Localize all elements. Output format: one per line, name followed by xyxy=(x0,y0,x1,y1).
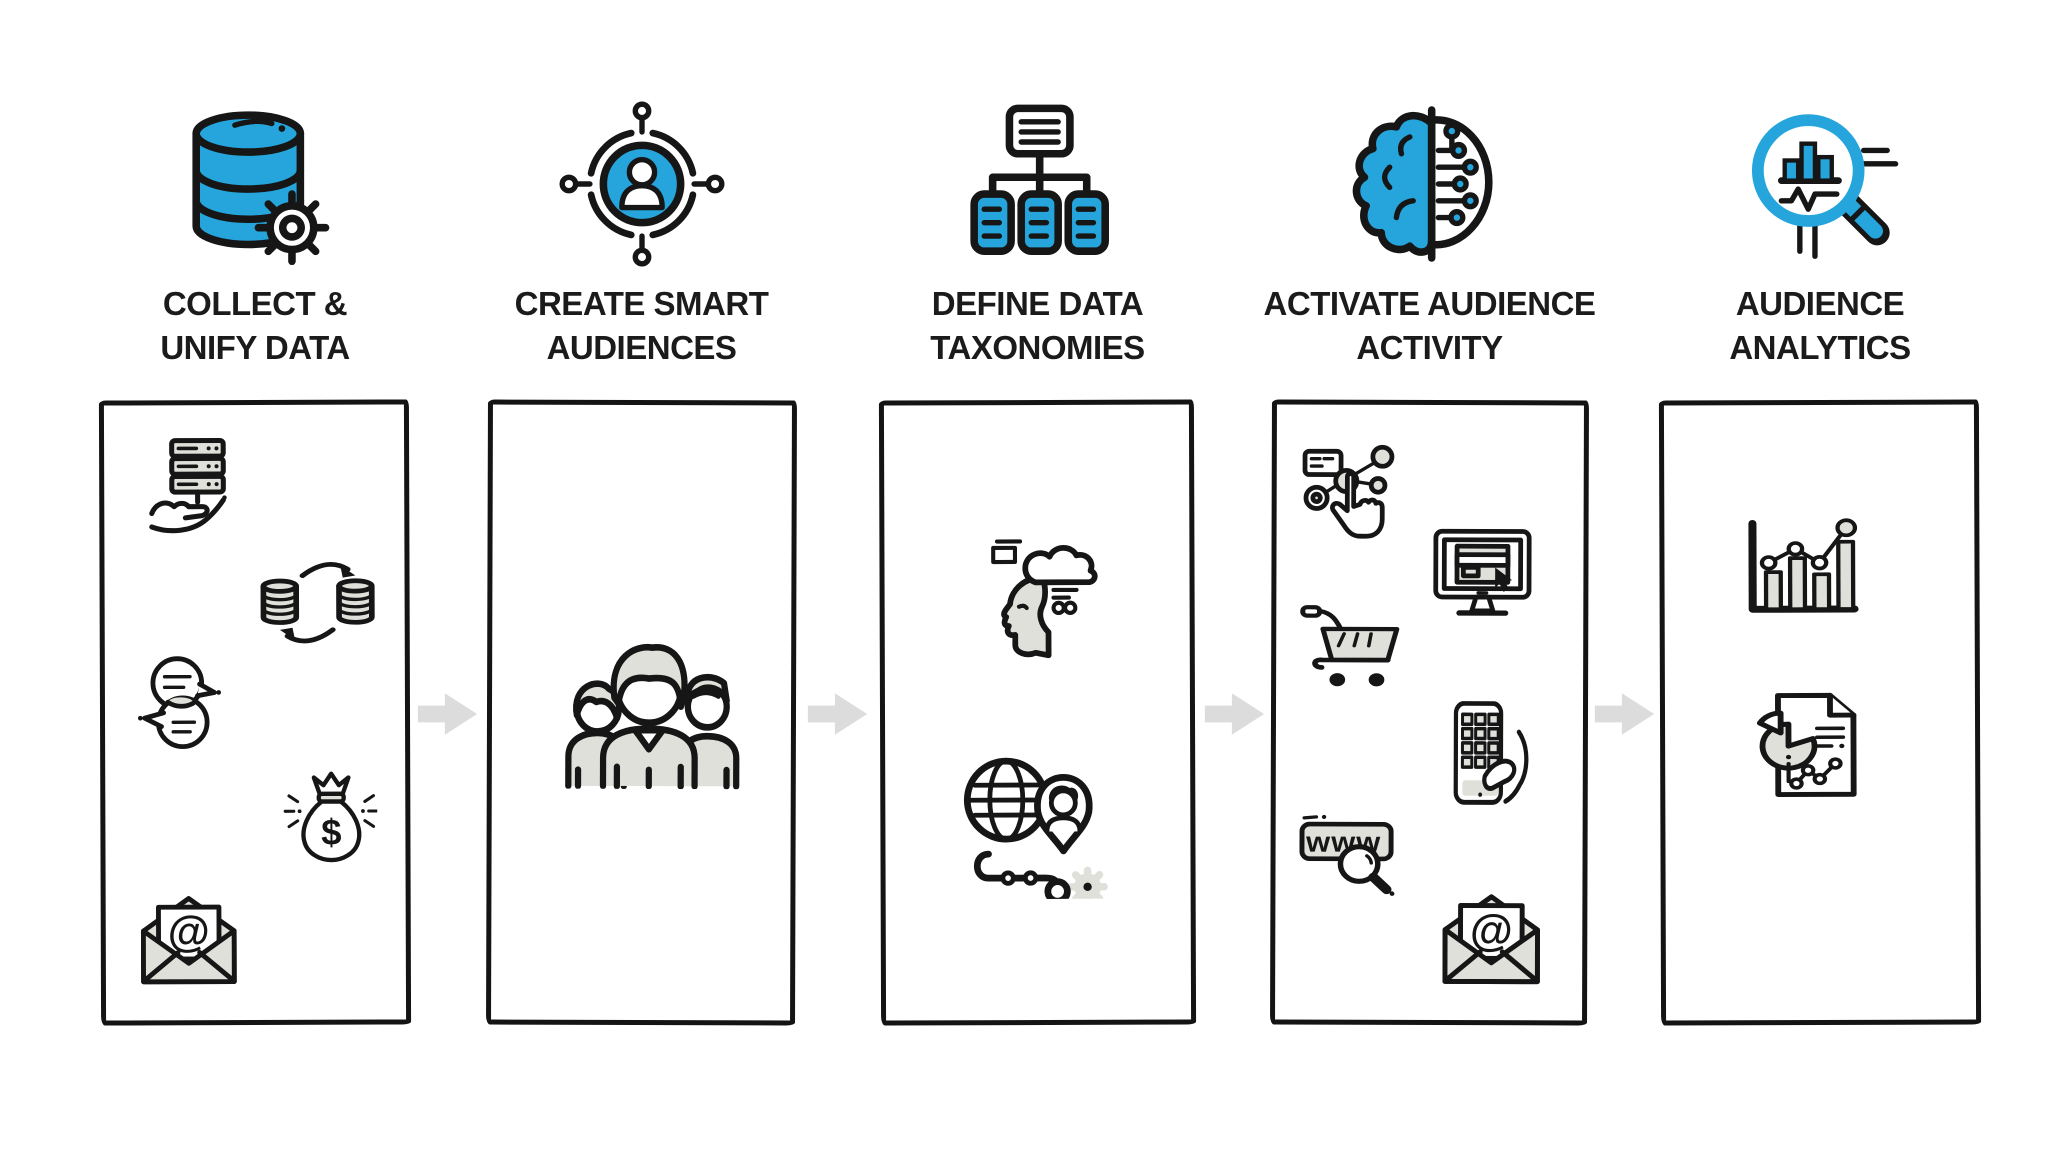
step-title-line1: AUDIENCE xyxy=(1735,285,1905,322)
audience-target-icon xyxy=(558,100,726,268)
step-title-line2: ACTIVITY xyxy=(1356,329,1503,366)
chat-bubbles-icon xyxy=(133,651,243,757)
analytics-magnifier-icon xyxy=(1736,100,1904,268)
database-gear-icon xyxy=(171,100,339,268)
step-title: DEFINE DATA TAXONOMIES xyxy=(828,282,1248,370)
ai-brain-icon xyxy=(1346,100,1514,268)
data-sync-icon xyxy=(254,553,380,657)
step-title-line1: ACTIVATE AUDIENCE xyxy=(1263,285,1596,322)
step-box xyxy=(878,399,1197,1026)
step-title: COLLECT & UNIFY DATA xyxy=(45,282,465,370)
arrow-step1-to-step2 xyxy=(417,688,479,740)
server-hand-icon xyxy=(138,437,250,549)
step-audience-analytics: AUDIENCE ANALYTICS xyxy=(1658,0,1982,1154)
step-title-line2: TAXONOMIES xyxy=(930,329,1145,366)
arrow-step3-to-step4 xyxy=(1204,688,1266,740)
step-define-data-taxonomies: DEFINE DATA TAXONOMIES xyxy=(878,0,1197,1154)
step-title: ACTIVATE AUDIENCE ACTIVITY xyxy=(1220,282,1640,370)
people-group-icon xyxy=(538,627,761,790)
step-box xyxy=(1270,399,1589,1026)
pie-report-icon xyxy=(1739,691,1869,801)
step-title-line1: COLLECT & xyxy=(162,285,348,322)
bar-line-chart-icon xyxy=(1736,507,1870,623)
money-bag-icon xyxy=(281,767,377,875)
monitor-cursor-icon xyxy=(1426,527,1538,633)
step-title-line2: ANALYTICS xyxy=(1729,329,1911,366)
phone-hand-icon xyxy=(1440,701,1534,811)
step-title: CREATE SMART AUDIENCES xyxy=(432,282,852,370)
step-activate-audience-activity: ACTIVATE AUDIENCE ACTIVITY xyxy=(1264,0,1596,1154)
shopping-cart-icon xyxy=(1298,601,1410,695)
mind-head-icon xyxy=(966,535,1104,663)
taxonomy-tree-icon xyxy=(954,100,1122,268)
step-box xyxy=(486,399,797,1026)
email-at-icon xyxy=(134,881,244,989)
step-title: AUDIENCE ANALYTICS xyxy=(1610,282,2030,370)
step-box xyxy=(1658,399,1982,1026)
step-title-line1: DEFINE DATA xyxy=(931,285,1144,322)
step-title-line1: CREATE SMART xyxy=(514,285,769,322)
step-collect-unify-data: COLLECT & UNIFY DATA xyxy=(98,0,412,1154)
arrow-step2-to-step3 xyxy=(807,688,869,740)
step-title-line2: AUDIENCES xyxy=(546,329,737,366)
www-search-icon xyxy=(1297,803,1407,905)
step-create-smart-audiences: CREATE SMART AUDIENCES xyxy=(486,0,797,1154)
arrow-step4-to-step5 xyxy=(1594,688,1656,740)
click-network-icon xyxy=(1301,441,1407,547)
step-box xyxy=(98,399,412,1026)
email-at-icon xyxy=(1433,879,1549,989)
step-title-line2: UNIFY DATA xyxy=(160,329,350,366)
globe-person-path-icon xyxy=(957,749,1110,900)
